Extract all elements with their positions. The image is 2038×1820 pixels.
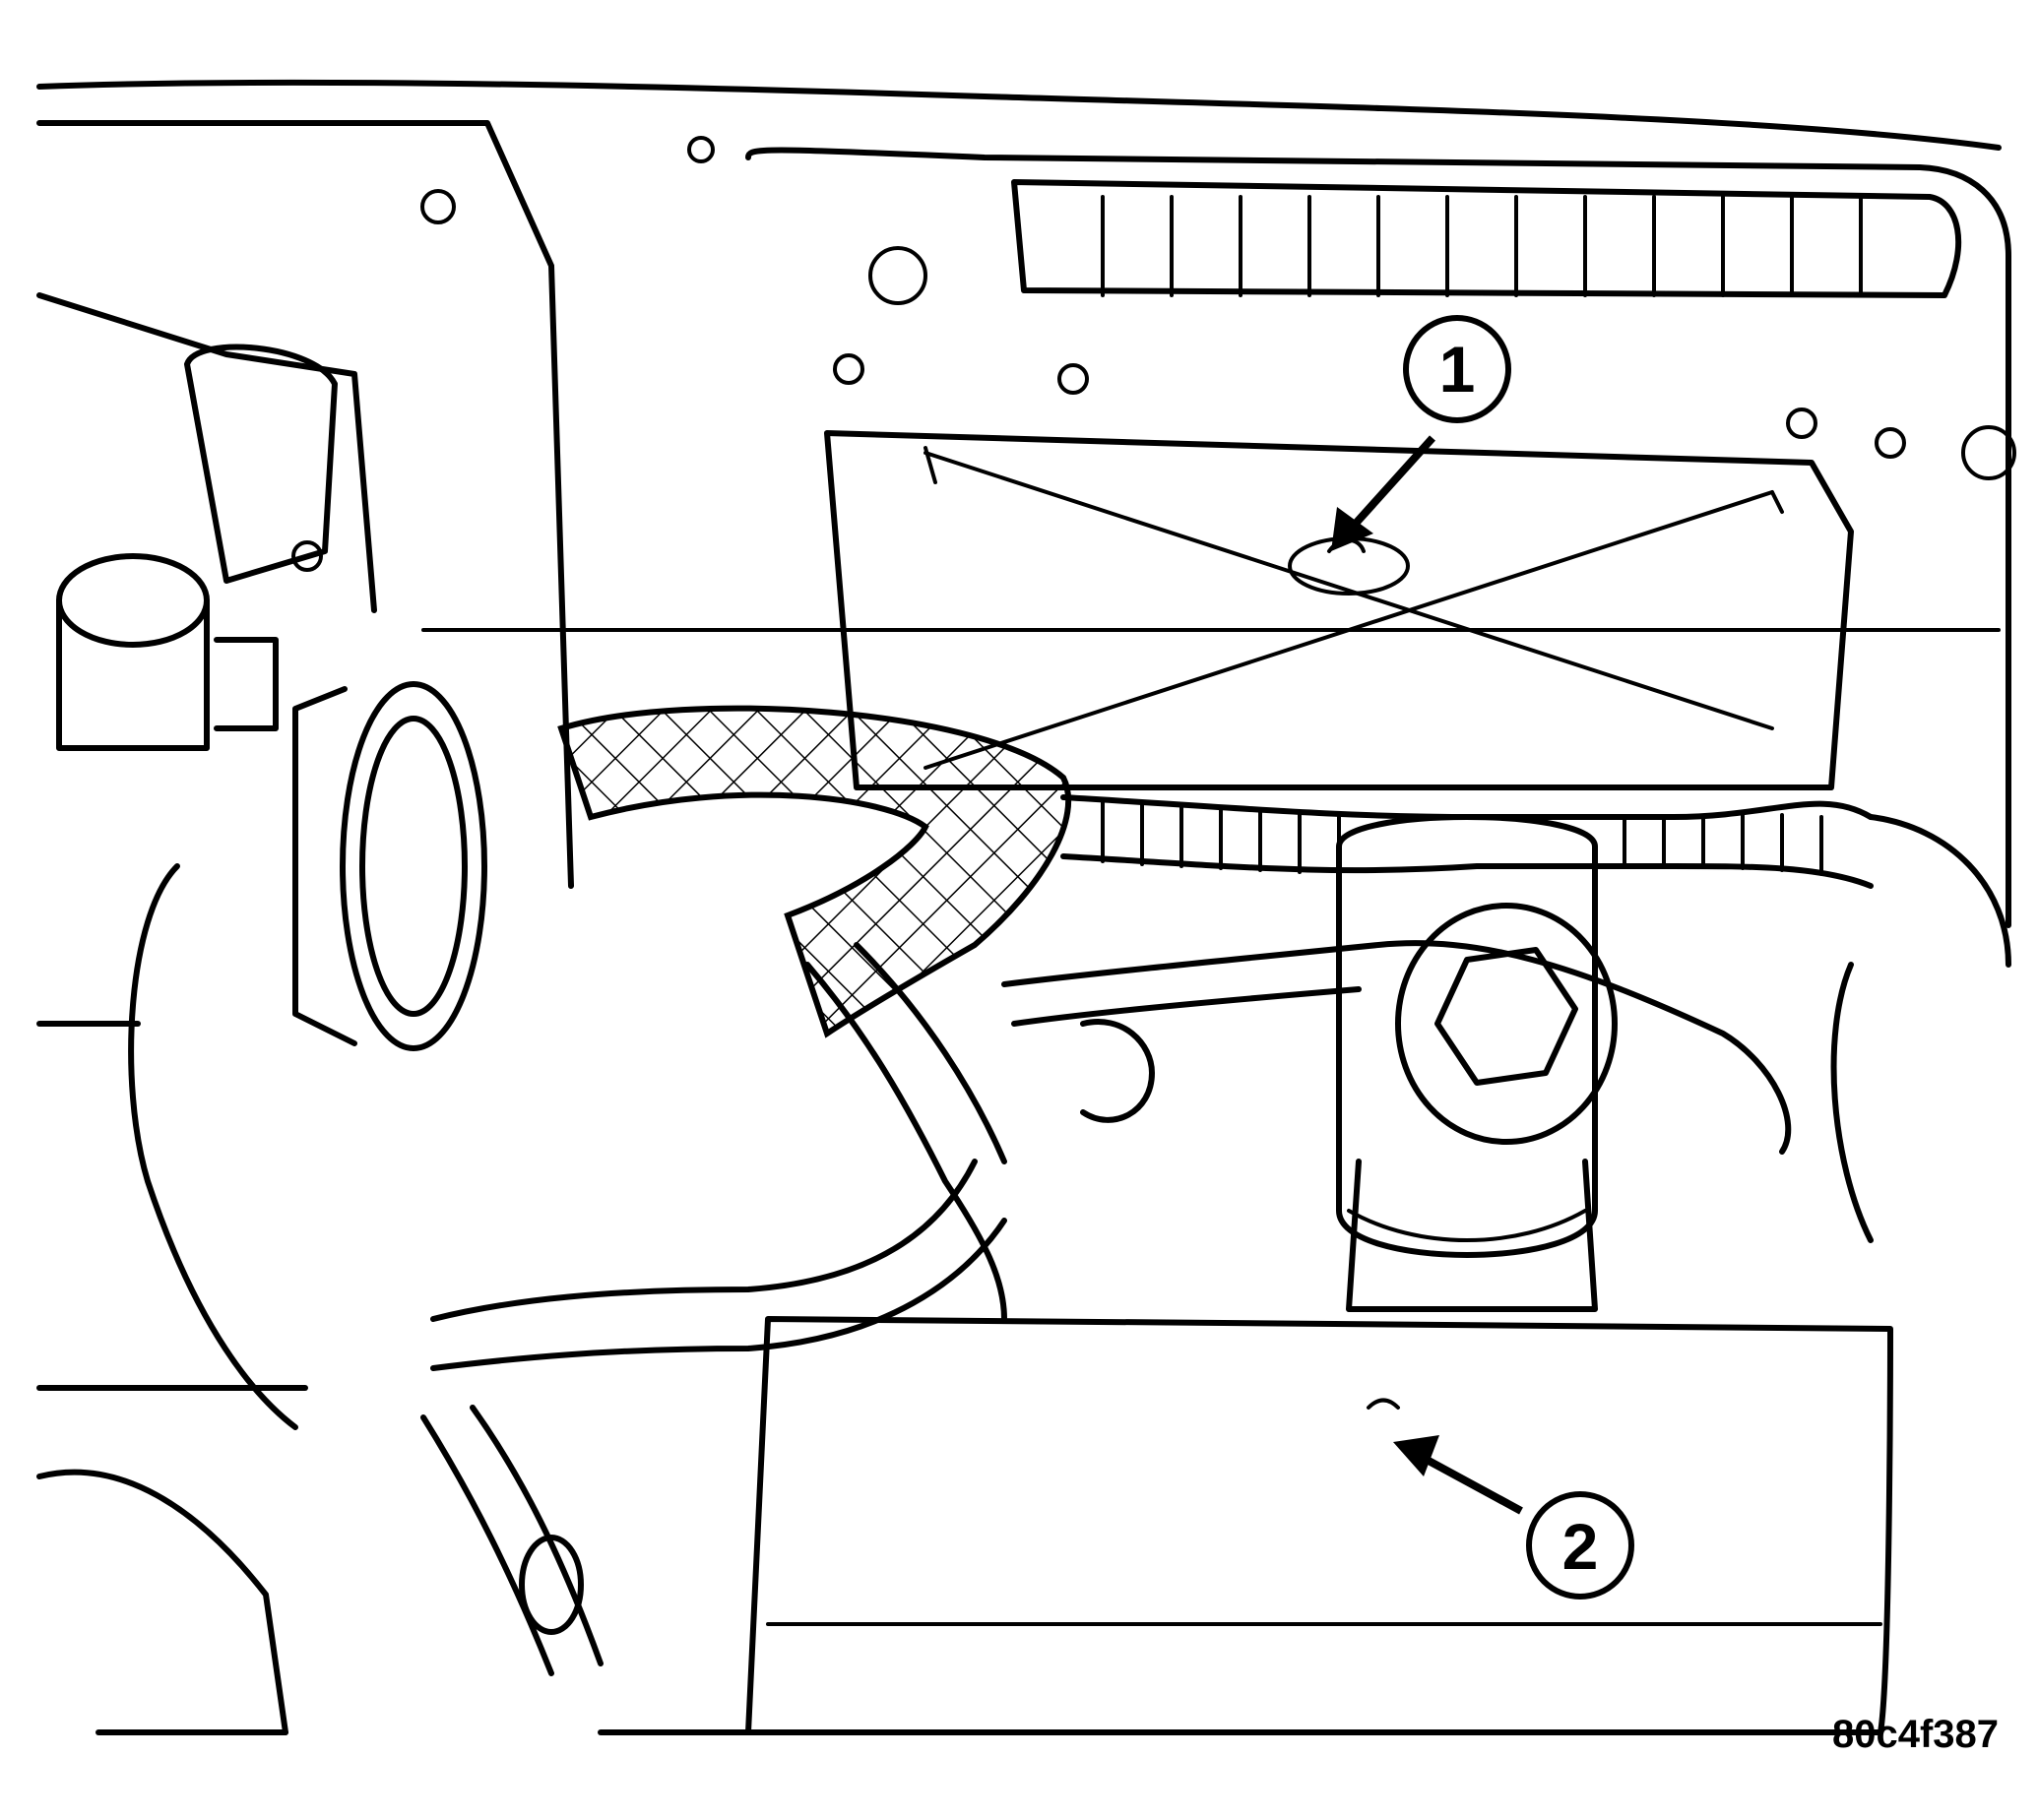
callout-2-arrowhead: [1393, 1435, 1439, 1476]
callout-2: 2: [1393, 1435, 1634, 1600]
callout-2-label: 2: [1562, 1510, 1599, 1583]
throttle-body-ring: [292, 681, 487, 1051]
intake-duct: [36, 863, 308, 1735]
throttle-actuator: [36, 292, 377, 751]
callout-1-arrowhead: [1331, 507, 1373, 551]
figure-code: 80c4f387: [1832, 1713, 1999, 1756]
radiator-support-ribs: [1011, 179, 1962, 298]
callout-2-circle: [1526, 1491, 1634, 1600]
panel-fasteners: [420, 136, 2016, 480]
cover-panel-lower: [598, 1316, 1893, 1735]
intake-plenum-cover: [745, 147, 2011, 928]
fastener-hole: [1288, 536, 1410, 596]
hoses: [420, 940, 1792, 1676]
callout-1-circle: [1403, 315, 1511, 423]
cowl-panel: [36, 79, 2002, 889]
callout-1-arrow: [1341, 435, 1435, 539]
wiring-harness: [557, 705, 2011, 1243]
callout-1-label: 1: [1439, 333, 1476, 406]
callout-1: 1: [1331, 315, 1511, 551]
callout-2-arrow: [1416, 1451, 1523, 1515]
oil-filter: [1336, 814, 1618, 1312]
